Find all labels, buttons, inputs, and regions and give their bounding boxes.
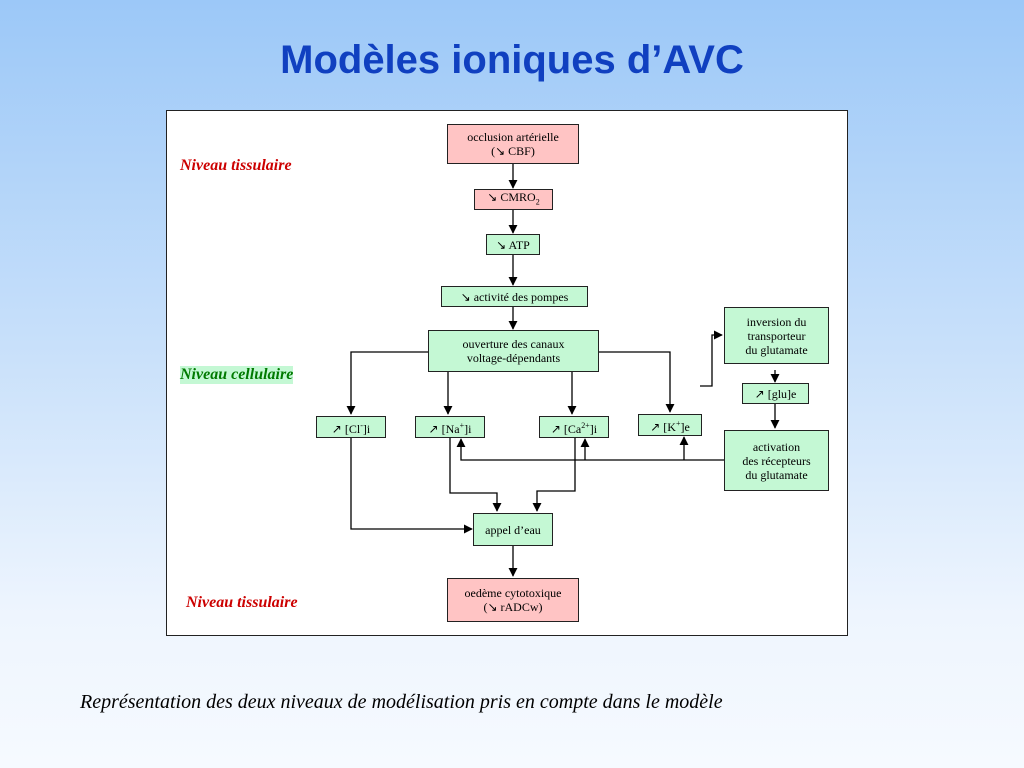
node-inversion-line2: transporteur xyxy=(747,328,806,343)
node-occlusion-line2: (↘ CBF) xyxy=(491,144,535,158)
node-k-label: ↗ [K+]e xyxy=(650,418,690,434)
slide-title: Modèles ioniques d’AVC xyxy=(280,38,744,82)
node-cmro2: ↘ CMRO2 xyxy=(474,189,553,210)
node-k: ↗ [K+]e xyxy=(638,414,702,436)
node-activation: activation des récepteurs du glutamate xyxy=(724,430,829,491)
node-na: ↗ [Na+]i xyxy=(415,416,485,438)
slide-caption: Représentation des deux niveaux de modél… xyxy=(80,691,723,713)
node-inversion-line3: du glutamate xyxy=(745,342,808,357)
node-oedeme-line1: oedème cytotoxique xyxy=(464,586,562,600)
level-tissulaire-top: Niveau tissulaire xyxy=(180,157,292,174)
node-oedeme-line2: (↘ rADCw) xyxy=(483,600,543,614)
node-glu: ↗ [glu]e xyxy=(742,383,809,404)
node-occlusion-line1: occlusion artérielle xyxy=(467,130,559,144)
node-pompes: ↘ activité des pompes xyxy=(441,286,588,307)
node-activation-line3: du glutamate xyxy=(745,467,808,482)
node-na-label: ↗ [Na+]i xyxy=(428,420,472,436)
arrow-to-inversion xyxy=(700,330,723,387)
arrow-activation-na xyxy=(456,438,724,461)
node-canaux: ouverture des canaux voltage-dépendants xyxy=(428,330,599,372)
node-cl: ↗ [Cl-]i xyxy=(316,416,386,438)
node-atp: ↘ ATP xyxy=(486,234,540,255)
node-occlusion: occlusion artérielle (↘ CBF) xyxy=(447,124,579,164)
node-oedeme: oedème cytotoxique (↘ rADCw) xyxy=(447,578,579,622)
node-cl-label: ↗ [Cl-]i xyxy=(331,420,371,436)
node-ca: ↗ [Ca2+]i xyxy=(539,416,609,438)
arrow-canaux-cl xyxy=(346,351,428,415)
node-cmro2-label: ↘ CMRO2 xyxy=(487,189,540,207)
node-canaux-line2: voltage-dépendants xyxy=(466,351,561,365)
node-canaux-line1: ouverture des canaux xyxy=(462,337,565,351)
node-ca-label: ↗ [Ca2+]i xyxy=(550,420,598,436)
arrow-na-eau xyxy=(449,438,502,512)
node-inversion-line1: inversion du xyxy=(746,314,807,329)
arrow-ca-eau xyxy=(532,438,576,512)
node-eau: appel d’eau xyxy=(473,513,553,546)
level-tissulaire-bottom: Niveau tissulaire xyxy=(186,594,298,611)
arrow-canaux-k xyxy=(599,351,675,413)
node-inversion: inversion du transporteur du glutamate xyxy=(724,307,829,364)
node-activation-line2: des récepteurs xyxy=(742,453,811,468)
arrow-cl-eau xyxy=(350,438,473,534)
level-cellulaire: Niveau cellulaire xyxy=(180,366,294,384)
node-activation-line1: activation xyxy=(752,439,801,454)
